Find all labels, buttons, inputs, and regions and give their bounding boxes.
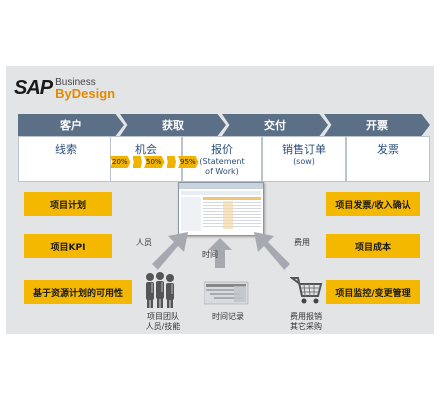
probability-20: 20% xyxy=(110,156,131,168)
team-label-line1: 项目团队 xyxy=(147,312,179,321)
expense-label: 费用报销 其它采购 xyxy=(282,312,330,332)
probability-95: 95% xyxy=(178,156,199,168)
invoice-label: 发票 xyxy=(377,143,399,156)
timesheet-icon xyxy=(204,281,249,305)
flow-label-people: 人员 xyxy=(136,238,152,247)
team-label-line2: 人员/技能 xyxy=(145,322,181,331)
quote-label: 报价 xyxy=(211,143,233,156)
logo-bydesign-text: ByDesign xyxy=(55,86,116,101)
phase-customer: 客户 xyxy=(18,114,124,136)
logo-business-text: Business xyxy=(55,77,96,88)
left-item-project-plan: 项目计划 xyxy=(24,192,112,216)
sales-order-label: 销售订单 xyxy=(282,143,326,156)
phase-deliver: 交付 xyxy=(222,114,328,136)
logo-sap-text: SAP xyxy=(14,77,53,99)
leads-label: 线索 xyxy=(55,143,77,156)
box-invoice: 发票 xyxy=(346,136,430,182)
right-item-monitoring: 项目监控/变更管理 xyxy=(326,280,420,304)
team-people-icon xyxy=(146,272,174,308)
flow-label-expense: 费用 xyxy=(294,238,310,247)
quote-sub1: (Statement xyxy=(199,157,245,166)
right-item-invoice-revenue: 项目发票/收入确认 xyxy=(326,192,420,216)
screenshot-graphic xyxy=(179,183,263,231)
probability-50: 50% xyxy=(144,156,165,168)
team-label: 项目团队 人员/技能 xyxy=(138,312,188,332)
probability-gap xyxy=(132,156,143,168)
probability-bar: 20% 50% 95% xyxy=(110,156,201,168)
expense-label-line2: 其它采购 xyxy=(290,322,322,331)
phase-invoice: 开票 xyxy=(324,114,430,136)
opportunity-label: 机会 xyxy=(135,143,157,156)
probability-gap2 xyxy=(166,156,177,168)
phase-acquire: 获取 xyxy=(120,114,226,136)
left-item-availability: 基于资源计划的可用性 xyxy=(24,280,132,304)
application-screenshot xyxy=(178,182,264,236)
flow-label-time: 时间 xyxy=(202,250,218,259)
sales-order-sub: (sow) xyxy=(293,157,315,166)
right-item-project-cost: 项目成本 xyxy=(326,234,420,258)
expense-label-line1: 费用报销 xyxy=(290,312,322,321)
expense-arrow-icon xyxy=(254,232,290,272)
left-item-project-kpi: 项目KPI xyxy=(24,234,112,258)
logo-right: Business ByDesign xyxy=(55,77,116,101)
quote-sub2: of Work) xyxy=(205,167,239,176)
time-record-label: 时间记录 xyxy=(212,312,244,321)
sap-bydesign-logo: SAP Business ByDesign xyxy=(14,77,116,101)
shopping-cart-icon xyxy=(290,277,323,304)
time-arrow-icon xyxy=(208,238,232,268)
people-arrow-icon xyxy=(152,232,188,272)
box-leads: 线索 xyxy=(18,136,114,182)
box-sales-order: 销售订单 (sow) xyxy=(262,136,346,182)
